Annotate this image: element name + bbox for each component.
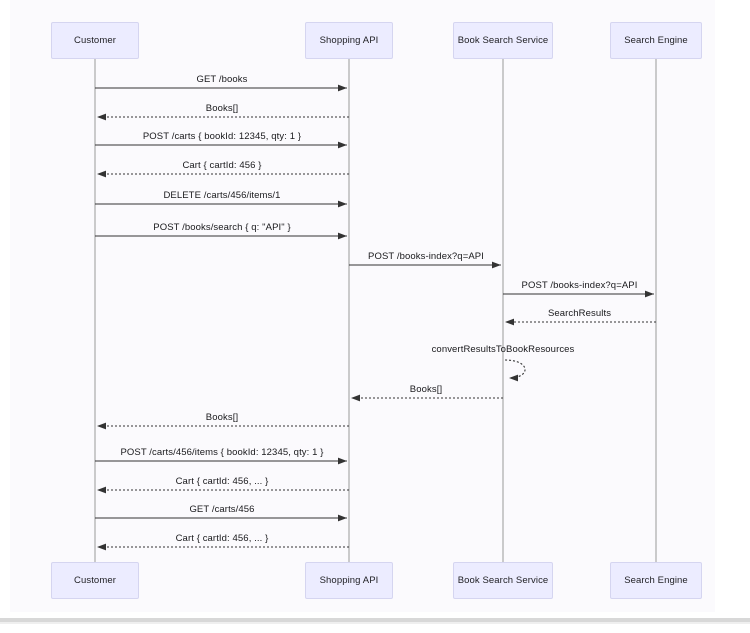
message-label: POST /books-index?q=API	[368, 251, 484, 262]
message-label: Cart { cartId: 456, ... }	[175, 533, 269, 544]
participant-shopping-api-top[interactable]: Shopping API	[305, 22, 393, 59]
message-label: convertResultsToBookResources	[431, 344, 575, 355]
message-arrows-group	[95, 84, 656, 551]
bottom-divider-shadow	[0, 622, 750, 624]
participant-label: Shopping API	[319, 35, 379, 46]
participant-label: Customer	[74, 35, 116, 46]
participant-customer-bottom[interactable]: Customer	[51, 562, 139, 599]
participant-book-search-service-top[interactable]: Book Search Service	[453, 22, 553, 59]
participant-label: Search Engine	[624, 575, 688, 586]
lifelines-group	[94, 59, 657, 562]
message-label: POST /carts/456/items { bookId: 12345, q…	[120, 447, 324, 458]
message-label: POST /books-index?q=API	[521, 280, 638, 291]
sequence-diagram-graphics	[94, 59, 657, 562]
message-label: Cart { cartId: 456, ... }	[175, 476, 269, 487]
participant-search-engine-bottom[interactable]: Search Engine	[610, 562, 702, 599]
participant-customer-top[interactable]: Customer	[51, 22, 139, 59]
participant-label: Book Search Service	[457, 575, 549, 586]
message-label: POST /books/search { q: "API" }	[153, 222, 291, 233]
bottom-divider	[0, 618, 750, 622]
message-label: DELETE /carts/456/items/1	[163, 190, 281, 201]
message-label: Books[]	[205, 412, 239, 423]
participant-book-search-service-bottom[interactable]: Book Search Service	[453, 562, 553, 599]
message-label: POST /carts { bookId: 12345, qty: 1 }	[142, 131, 302, 142]
message-label: GET /carts/456	[189, 504, 255, 515]
message-label: Books[]	[205, 103, 239, 114]
participant-label: Customer	[74, 575, 116, 586]
participant-label: Shopping API	[319, 575, 379, 586]
message-label: GET /books	[196, 74, 248, 85]
participant-label: Book Search Service	[457, 35, 549, 46]
message-arrow-self-9	[504, 359, 526, 382]
message-label: Cart { cartId: 456 }	[182, 160, 262, 171]
message-label: Books[]	[409, 384, 443, 395]
participant-shopping-api-bottom[interactable]: Shopping API	[305, 562, 393, 599]
participant-search-engine-top[interactable]: Search Engine	[610, 22, 702, 59]
participant-label: Search Engine	[624, 35, 688, 46]
message-label: SearchResults	[547, 308, 612, 319]
